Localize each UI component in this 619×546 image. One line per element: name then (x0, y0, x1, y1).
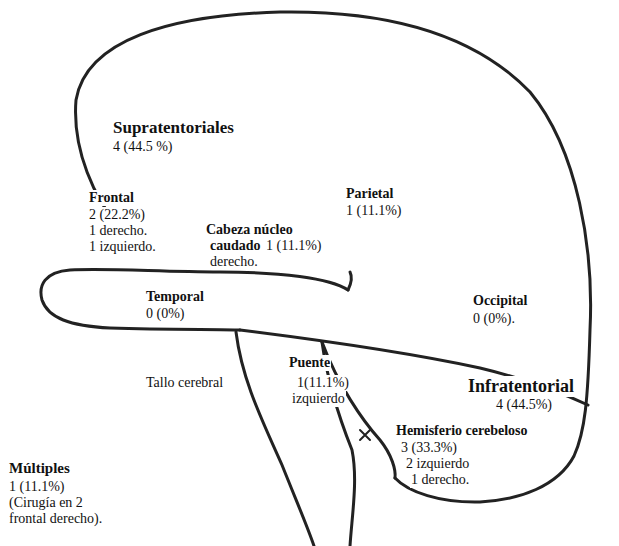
region-name: Occipital (472, 293, 528, 309)
side-detail: derecho. (209, 254, 259, 270)
count-value: 1(11.1%) (296, 375, 350, 391)
side-detail: 2 izquierdo (405, 456, 470, 472)
sylvian-temporal-contour (41, 269, 348, 330)
side-detail: 1 izquierdo. (88, 239, 157, 255)
count-value: 2 (22.2%) (88, 207, 146, 223)
note-text: (Cirugía en 2 (8, 495, 84, 511)
x-mark (360, 430, 370, 440)
count-value: 1 (11.1%) (345, 203, 402, 219)
caudate-line (348, 272, 351, 290)
cerebellum-line (322, 342, 395, 478)
group-heading: Infratentorial (467, 376, 575, 397)
region-name: Cabeza núcleo (205, 222, 294, 238)
region-name: Parietal (345, 186, 394, 202)
count-value: 4 (44.5 %) (112, 139, 174, 155)
region-name: Puente (288, 355, 331, 371)
cerebral-contour (76, 12, 591, 502)
side-detail: izquierdo (291, 391, 346, 407)
brainstem-back (322, 342, 355, 546)
region-name: Temporal (145, 289, 205, 305)
count-value: 1 (11.1%) (8, 479, 65, 495)
region-name: caudado (209, 238, 262, 254)
note-text: frontal derecho). (8, 511, 103, 527)
group-heading: Múltiples (8, 460, 71, 477)
group-heading: Supratentoriales (112, 118, 235, 138)
region-name: Hemisferio cerebeloso (395, 423, 529, 439)
count-value: 4 (44.5%) (495, 397, 553, 413)
region-name: Tallo cerebral (145, 375, 224, 391)
side-detail: 1 derecho. (410, 472, 470, 488)
count-value: 0 (0%) (145, 306, 186, 322)
count-value: 0 (0%). (472, 311, 516, 327)
region-name: Frontal (88, 190, 135, 206)
side-detail: 1 derecho. (88, 223, 148, 239)
count-value: 3 (33.3%) (400, 440, 458, 456)
count-value: 1 (11.1%) (265, 238, 322, 254)
